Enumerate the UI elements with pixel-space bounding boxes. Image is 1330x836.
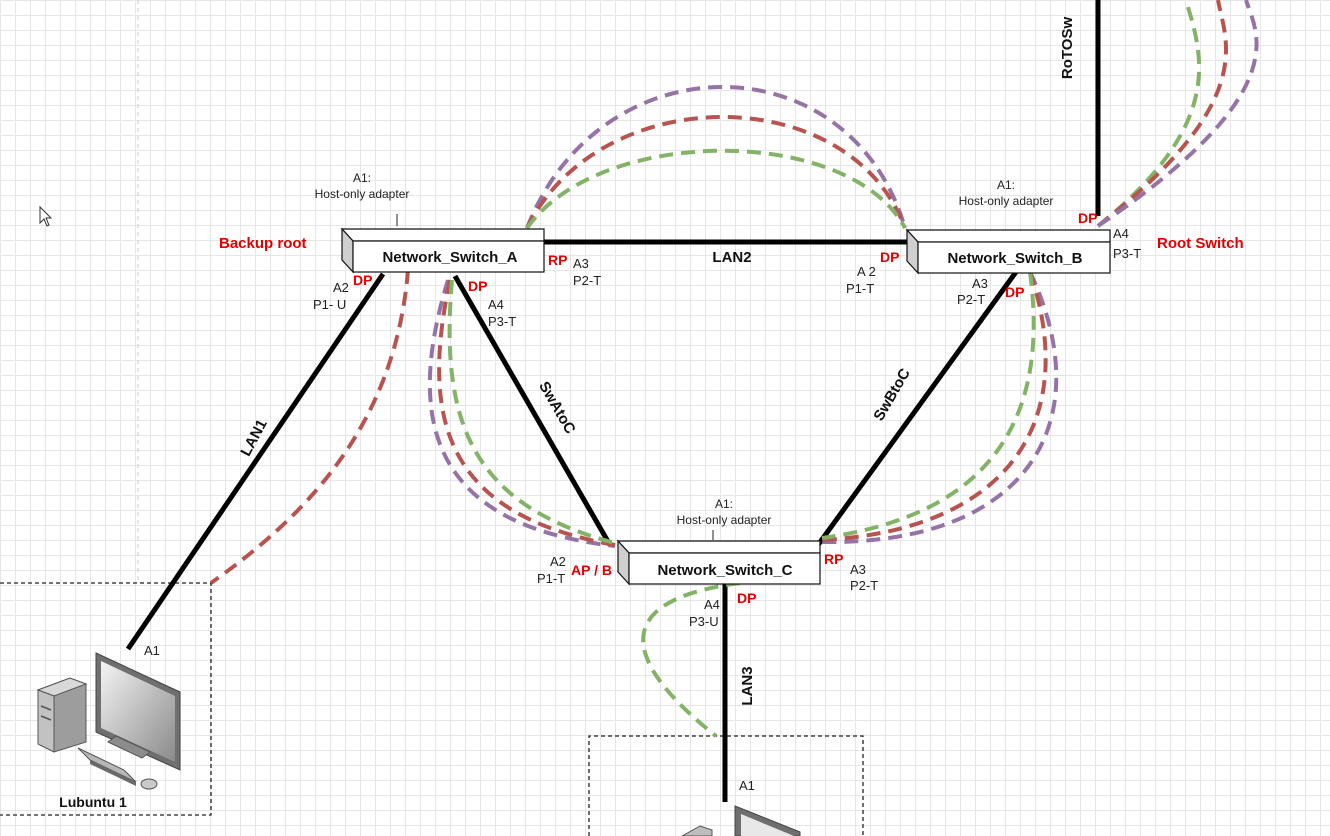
path-green-a-b <box>525 148 907 230</box>
switch-c-port-a2: A2 <box>550 554 566 569</box>
switch-a-port-a4: A4 <box>488 297 504 312</box>
switch-b-lan2-role: DP <box>880 249 899 265</box>
path-red-a-c <box>437 279 616 547</box>
switch-a-lan2-role: RP <box>548 252 567 268</box>
switch-c-port-a3: A3 <box>850 562 866 577</box>
path-red-a-b <box>525 115 907 229</box>
switch-a-adapter-id: A1: <box>353 171 371 185</box>
path-green-b-up <box>1096 0 1202 228</box>
switch-a-port-a2: A2 <box>333 280 349 295</box>
switch-b-port-a3: A3 <box>972 276 988 291</box>
pc1-label: Lubuntu 1 <box>59 794 127 810</box>
swatoc-link[interactable] <box>452 274 613 547</box>
switch-a-lan1-role: DP <box>353 272 372 288</box>
switch-a-port-p3: P3-T <box>488 314 516 329</box>
network-switch-b[interactable]: Network_Switch_B <box>905 228 1111 275</box>
switch-b-port-p3: P3-T <box>1113 246 1141 261</box>
switch-a-port-p1: P1- U <box>313 297 346 312</box>
switch-c-port-a4: A4 <box>704 597 720 612</box>
pc1-computer-icon[interactable] <box>36 652 181 790</box>
root-switch-label: Root Switch <box>1157 235 1244 252</box>
switch-c-label: Network_Switch_C <box>657 562 792 579</box>
network-switch-c[interactable]: Network_Switch_C <box>616 539 821 586</box>
switch-c-swbtoc-role: RP <box>824 551 843 567</box>
switch-c-swatoc-role: AP / B <box>571 562 612 578</box>
switch-b-port-p2: P2-T <box>957 292 985 307</box>
switch-a-port-a3: A3 <box>573 256 589 271</box>
swbtoc-label: SwBtoC <box>870 365 914 423</box>
lan1-label: LAN1 <box>237 417 270 460</box>
pc2-computer-icon[interactable] <box>680 805 801 836</box>
switch-b-label: Network_Switch_B <box>947 250 1082 267</box>
switch-b-rotosw-role: DP <box>1078 210 1097 226</box>
pc2-port-a1: A1 <box>739 778 755 793</box>
path-green-c-pc2 <box>641 581 741 738</box>
path-red-b-up <box>1096 0 1228 228</box>
lan1-link[interactable] <box>125 272 386 651</box>
pc2-group-box[interactable] <box>588 735 864 836</box>
path-purple-a-b <box>525 85 907 229</box>
switch-a-adapter-type: Host-only adapter <box>315 187 410 201</box>
switch-c-lan3-role: DP <box>737 590 756 606</box>
switch-b-adapter-id: A1: <box>997 178 1015 192</box>
path-purple-b-c <box>821 271 1059 545</box>
switch-a-swatoc-role: DP <box>468 278 487 294</box>
lan2-label: LAN2 <box>712 249 751 266</box>
switch-a-port-p2: P2-T <box>573 273 601 288</box>
switch-b-swbtoc-role: DP <box>1005 284 1024 300</box>
path-purple-b-up <box>1096 0 1259 228</box>
path-purple-a-c <box>427 279 616 548</box>
path-red-b-c <box>821 271 1048 542</box>
switch-b-port-a4: A4 <box>1113 226 1129 241</box>
backup-root-label: Backup root <box>219 235 307 252</box>
mouse-cursor-icon <box>39 205 53 227</box>
network-switch-a[interactable]: Network_Switch_A <box>340 227 545 274</box>
pc1-group-box[interactable] <box>0 582 212 816</box>
switch-c-port-p1: P1-T <box>537 571 565 586</box>
pc1-port-a1: A1 <box>144 643 160 658</box>
switch-b-adapter-type: Host-only adapter <box>959 194 1054 208</box>
switch-b-port-p1: P1-T <box>846 281 874 296</box>
swbtoc-link[interactable] <box>815 270 1019 547</box>
path-green-a-c <box>447 279 616 545</box>
rotosw-label: RoTOSw <box>1059 17 1076 80</box>
switch-c-adapter-type: Host-only adapter <box>677 513 772 527</box>
switch-a-label: Network_Switch_A <box>382 249 517 266</box>
path-red-a-pc1 <box>209 269 410 585</box>
path-green-b-c <box>821 271 1036 540</box>
switch-c-port-p2: P2-T <box>850 578 878 593</box>
lan3-label: LAN3 <box>739 666 756 705</box>
switch-c-adapter-id: A1: <box>715 497 733 511</box>
switch-c-port-p3: P3-U <box>689 614 719 629</box>
switch-b-port-a2: A 2 <box>857 264 876 279</box>
